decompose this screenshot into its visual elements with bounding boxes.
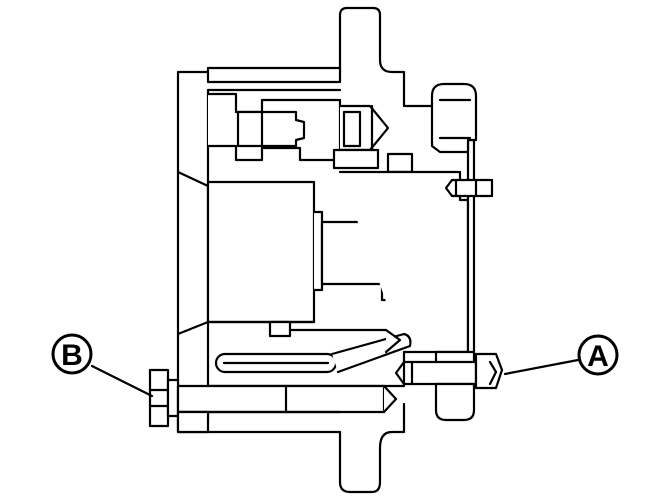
through-bolt [148,368,398,434]
lower-spring-slot [206,328,412,388]
upper-mounting-lug [338,6,434,108]
callout-b: B [51,333,93,375]
leader-line-b [90,364,154,398]
lower-right-pin [394,350,504,422]
callout-b-label: B [61,339,83,372]
lower-mounting-lug [338,402,406,494]
callout-a: A [577,334,619,376]
leader-line-a [503,358,580,376]
upper-dowel-pin [444,178,494,198]
upper-plunger-assembly [206,92,414,174]
callout-a-label: A [587,340,609,373]
